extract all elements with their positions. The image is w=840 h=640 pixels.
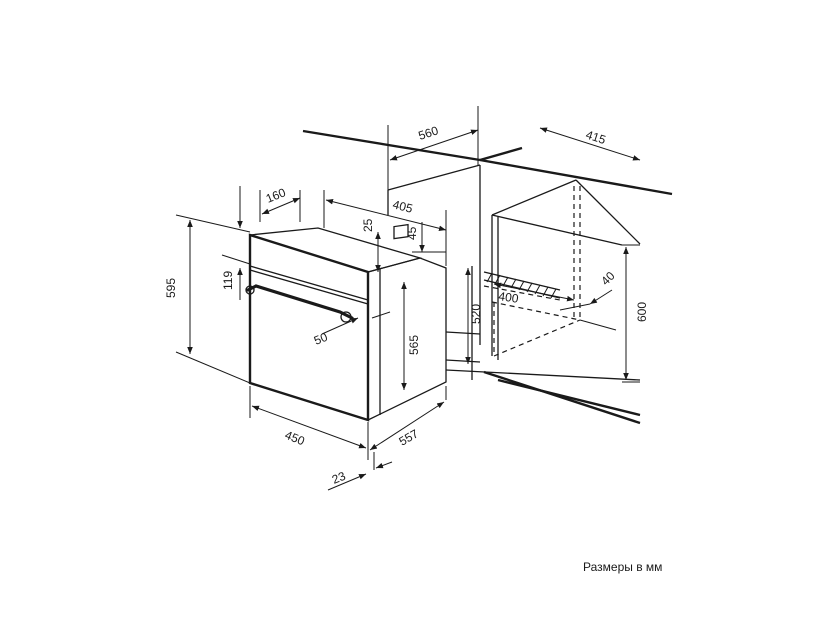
dim-label-40: 40 [598, 269, 618, 289]
dim-label-45: 45 [405, 226, 419, 240]
dim-label-450: 450 [283, 428, 307, 449]
dim-label-405: 405 [391, 197, 414, 216]
dim-label-25: 25 [361, 218, 375, 232]
dim-label-415: 415 [584, 128, 608, 148]
dim-label-600: 600 [635, 302, 649, 322]
cabinet-niche [302, 129, 673, 425]
dim-label-565: 565 [407, 335, 421, 355]
dim-label-50: 50 [312, 330, 330, 348]
dim-label-557: 557 [397, 426, 422, 448]
dimension-lines [175, 106, 641, 491]
dim-label-119: 119 [221, 271, 235, 290]
oven-body [245, 223, 447, 422]
dim-label-400: 400 [498, 289, 520, 306]
units-caption: Размеры в мм [583, 560, 663, 574]
dim-label-520: 520 [469, 304, 483, 324]
dim-label-595: 595 [164, 278, 178, 298]
dim-label-23: 23 [330, 469, 348, 487]
dim-label-160: 160 [264, 185, 288, 206]
dim-label-560: 560 [417, 123, 441, 143]
